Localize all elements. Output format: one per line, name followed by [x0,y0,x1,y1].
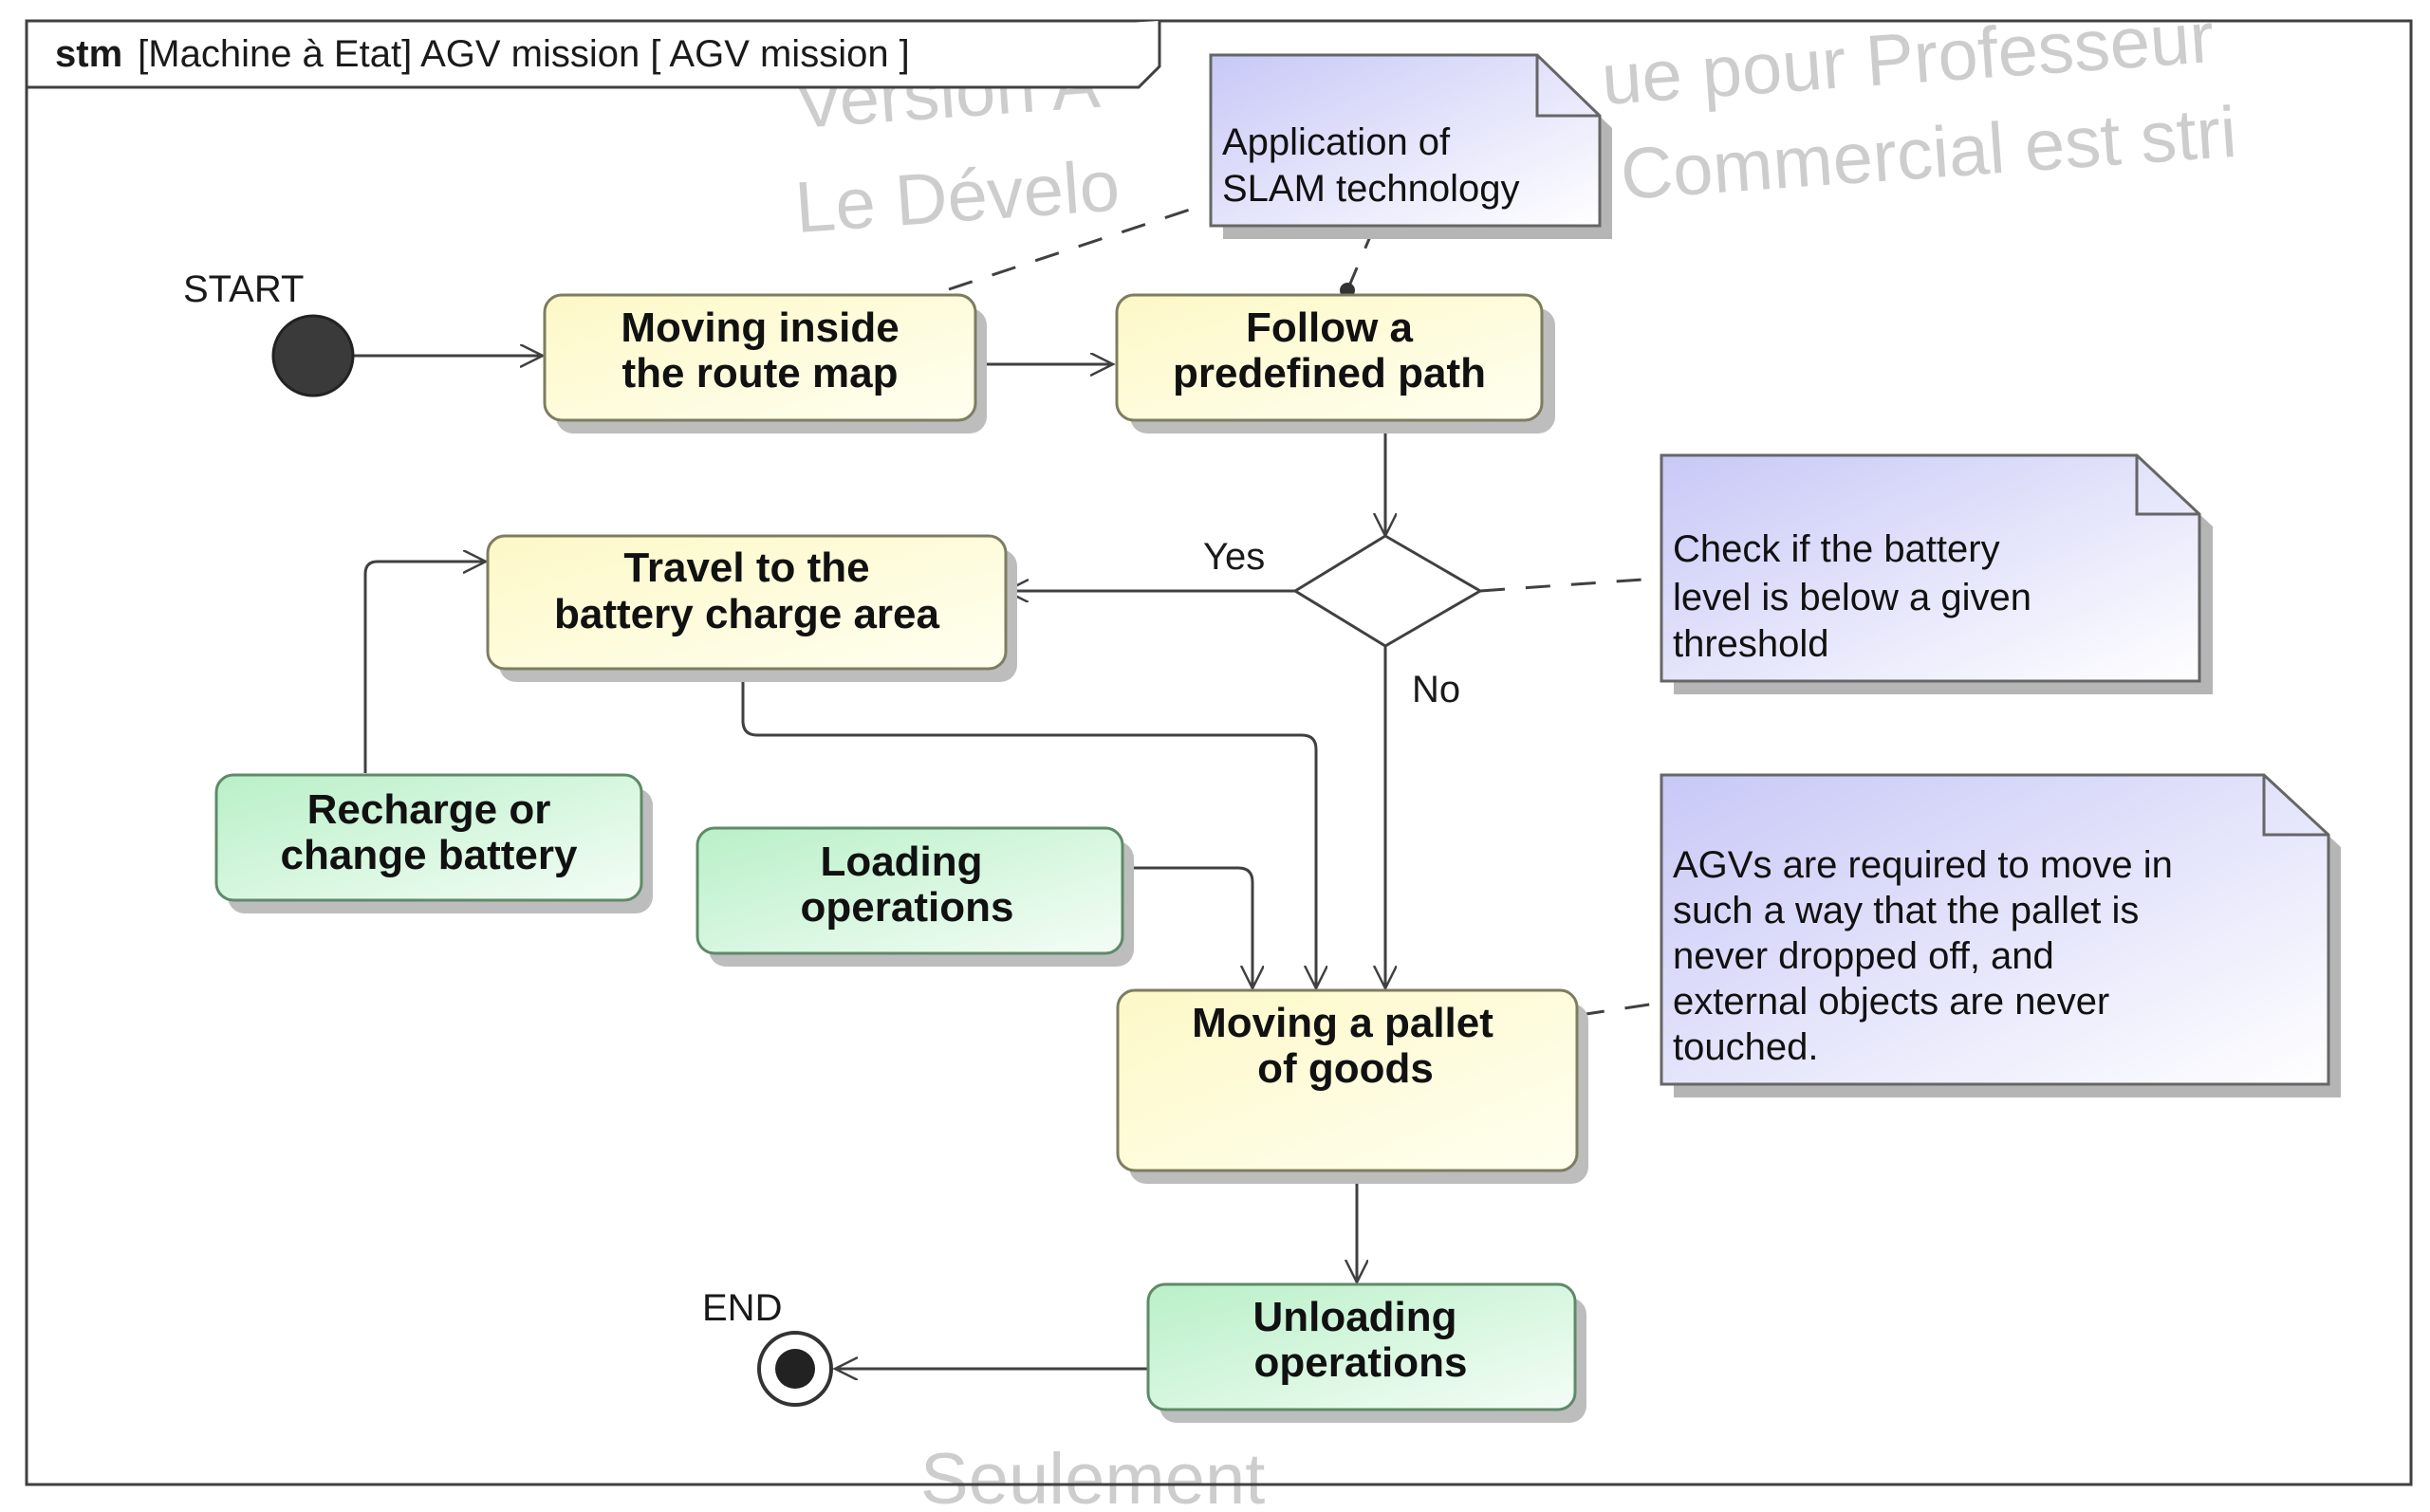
state-loading[interactable]: Loading operations [696,826,1134,967]
state-label-line-1: Recharge or [307,786,551,833]
note-battery[interactable]: Check if the battery level is below a gi… [1660,453,2213,694]
note-box [1660,773,2330,1086]
transition-recharge-to-travel [363,562,486,773]
note-line-1: AGVs are required to move in [1673,844,2173,886]
anchor-battery-to-decision [1479,577,1657,593]
state-label-line-1: Unloading [1252,1294,1456,1340]
note-line-2: such a way that the pallet is [1673,890,2139,931]
state-box [1146,1282,1577,1411]
transition-loading-to-pallet [1122,866,1252,988]
state-label-line-2: the route map [622,350,899,396]
state-label-line-2: operations [801,884,1014,931]
note-line-4: external objects are never [1673,981,2109,1023]
battery-decision[interactable] [1292,534,1483,648]
frame-title: [Machine à Etat] AGV mission [ AGV missi… [138,33,910,75]
note-line-1: Application of [1222,121,1451,163]
end-label: END [702,1287,782,1329]
start-label: START [183,268,304,310]
state-box [696,826,1124,955]
end-node-core [775,1349,815,1389]
state-label-line-1: Moving a pallet [1192,1000,1493,1046]
state-moving-route[interactable]: Moving inside the route map [543,293,987,433]
state-unloading[interactable]: Unloading operations [1146,1282,1586,1423]
state-box [214,773,643,902]
frame-keyword: stm [55,33,122,75]
state-label-line-1: Loading [820,839,982,885]
note-slam[interactable]: Application of SLAM technology [1209,53,1612,239]
frame-header-tab [27,21,1161,89]
note-box [1209,53,1602,228]
note-line-1: Check if the battery [1673,528,2000,570]
frame-header: stm [Machine à Etat] AGV mission [ AGV mi… [55,33,910,75]
state-label-line-2: of goods [1257,1045,1434,1092]
note-line-3: never dropped off, and [1673,935,2054,977]
start-node[interactable] [271,314,355,397]
note-fold [2262,775,2328,837]
state-label-line-1: Moving inside [621,304,899,351]
note-pallet[interactable]: AGVs are required to move in such a way … [1660,773,2341,1097]
state-label-line-1: Travel to the [623,544,869,591]
state-label-line-1: Follow a [1246,304,1414,351]
state-box [486,534,1008,671]
state-recharge[interactable]: Recharge or change battery [214,773,653,913]
watermark-line-3: Le Dévelo [792,145,1122,249]
state-label-line-2: battery charge area [554,591,940,637]
state-moving-pallet[interactable]: Moving a pallet of goods [1116,988,1588,1184]
note-box [1660,453,2201,683]
yes-label: Yes [1203,536,1265,578]
state-follow-path[interactable]: Follow a predefined path [1115,293,1555,433]
note-line-3: threshold [1673,623,1829,665]
state-travel-charge[interactable]: Travel to the battery charge area [486,534,1017,682]
state-label-line-2: change battery [281,832,579,878]
note-line-2: level is below a given [1673,577,2031,618]
state-box [1115,293,1544,422]
transition-travel-to-pallet [741,669,1316,988]
state-label-line-2: operations [1254,1339,1468,1386]
note-fold [2135,455,2199,516]
watermark-line-5: Seulement [920,1439,1265,1507]
note-fold [1535,55,1600,118]
note-line-2: SLAM technology [1222,168,1520,210]
note-line-5: touched. [1673,1026,1818,1068]
state-box [1116,988,1579,1172]
anchor-pallet-note [1579,1002,1657,1017]
transitions [353,356,1385,1369]
diagram-frame [25,19,2413,1486]
state-box [543,293,977,422]
no-label: No [1412,669,1460,710]
state-label-line-2: predefined path [1173,350,1486,396]
